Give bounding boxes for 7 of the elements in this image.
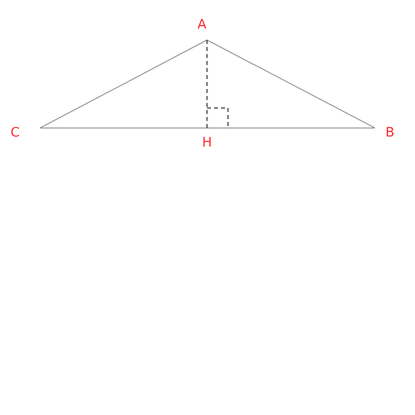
- vertex-label: B: [386, 126, 394, 140]
- vertex-label: A: [198, 18, 206, 32]
- triangle-side: [206, 40, 376, 128]
- vertex-label: H: [202, 136, 212, 150]
- altitude-line: [206, 40, 208, 128]
- vertex-label: C: [10, 126, 20, 140]
- triangle-side: [40, 40, 208, 128]
